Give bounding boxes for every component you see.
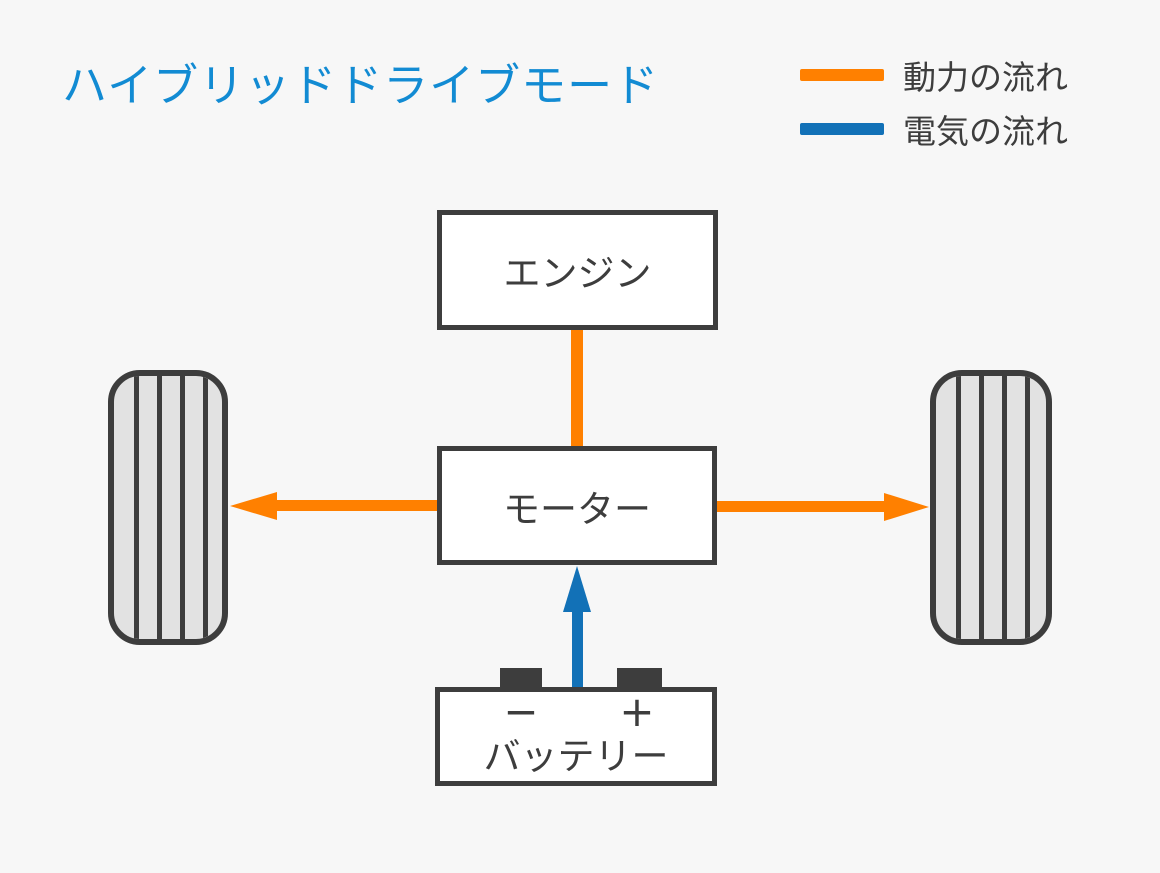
motor-label: モーター xyxy=(503,487,651,531)
power-flow-label: 動力の流れ xyxy=(903,58,1068,97)
power-line-engine-to-motor xyxy=(571,329,583,447)
tread-line xyxy=(979,376,984,639)
legend-item-power-flow: 動力の流れ xyxy=(800,52,1068,98)
electric-arrowhead-up-icon xyxy=(563,566,591,612)
power-arrow-shaft-left xyxy=(274,500,437,511)
battery-negative-symbol: − xyxy=(503,687,539,736)
battery-box: − + バッテリー xyxy=(435,687,717,786)
engine-label: エンジン xyxy=(503,252,652,295)
electric-flow-swatch-icon xyxy=(800,123,884,135)
tread-line xyxy=(956,376,961,639)
battery-label: バッテリー xyxy=(483,735,669,778)
tread-line xyxy=(134,376,139,639)
right-tire xyxy=(930,370,1052,645)
electric-flow-label: 電気の流れ xyxy=(903,112,1068,151)
left-tire xyxy=(108,370,228,645)
power-flow-swatch-icon xyxy=(800,69,884,81)
electric-arrow-shaft xyxy=(572,610,583,687)
legend-item-electric-flow: 電気の流れ xyxy=(800,106,1068,152)
tread-line xyxy=(1025,376,1030,639)
battery-positive-symbol: + xyxy=(619,687,655,736)
power-arrow-shaft-right xyxy=(717,501,885,512)
tread-line xyxy=(180,376,185,639)
tread-line xyxy=(157,376,162,639)
engine-box: エンジン xyxy=(437,210,718,330)
legend: 動力の流れ 電気の流れ xyxy=(800,52,1068,160)
power-arrowhead-right-icon xyxy=(884,493,929,521)
motor-box: モーター xyxy=(437,446,717,565)
battery-terminal-left xyxy=(500,668,542,688)
power-arrowhead-left-icon xyxy=(230,492,277,520)
page-title: ハイブリッドドライブモード xyxy=(62,59,660,112)
tread-line xyxy=(203,376,208,639)
tread-line xyxy=(1002,376,1007,639)
battery-terminal-right xyxy=(617,668,662,688)
